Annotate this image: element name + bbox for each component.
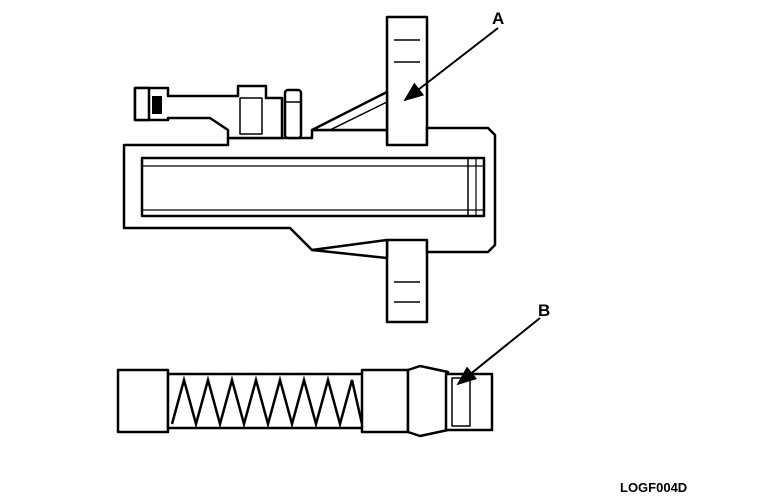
return-spring [170, 375, 364, 429]
support-rib [310, 90, 389, 132]
callout-b-arrow [456, 317, 541, 386]
cylinder-bore [140, 156, 486, 218]
callout-a-label: A [492, 9, 504, 28]
cylinder-housing [122, 15, 497, 324]
callout-b: B [456, 301, 550, 386]
boot-left-end [116, 368, 170, 434]
callout-a-arrow [403, 27, 499, 102]
boot-mid-collar [360, 368, 410, 434]
bleed-nipple [283, 88, 303, 140]
figure-code: LOGF004D [620, 480, 687, 495]
rubber-boot [116, 364, 494, 438]
callout-a: A [403, 9, 504, 102]
callout-b-label: B [538, 301, 550, 320]
boot-flare [406, 364, 450, 438]
